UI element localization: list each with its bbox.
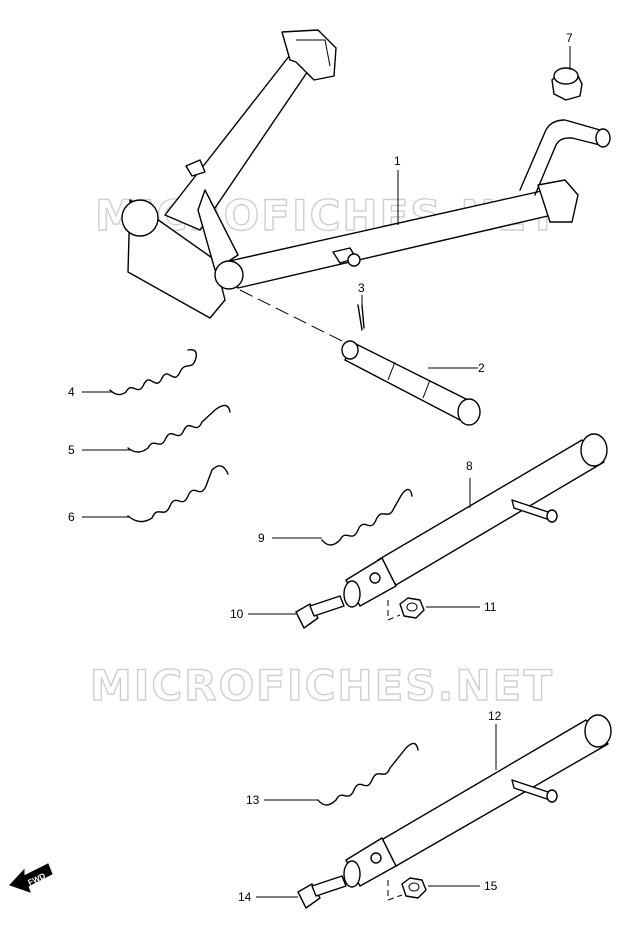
fwd-arrow-icon: FWD	[9, 863, 53, 893]
callout-7: 7	[566, 31, 573, 45]
spring-4[interactable]	[109, 348, 198, 396]
callout-1: 1	[394, 154, 401, 168]
cap-nut[interactable]	[551, 67, 583, 101]
nut-lower[interactable]	[401, 877, 427, 899]
watermark-middle: MICROFICHES.NET	[90, 661, 554, 710]
callout-8: 8	[466, 459, 473, 473]
spring-9[interactable]	[321, 488, 413, 546]
callout-10: 10	[230, 607, 244, 621]
side-stand-upper[interactable]	[343, 433, 608, 608]
callout-2: 2	[478, 361, 485, 375]
nut-upper[interactable]	[399, 597, 425, 619]
bolt-lower[interactable]	[297, 875, 347, 909]
callout-13: 13	[246, 793, 260, 807]
spring-5[interactable]	[127, 404, 231, 453]
callout-11: 11	[484, 600, 497, 614]
spring-13[interactable]	[317, 742, 419, 806]
cotter-pin[interactable]	[357, 304, 365, 331]
pivot-pin[interactable]	[341, 340, 481, 426]
callout-3: 3	[358, 281, 365, 295]
callout-5: 5	[68, 443, 75, 457]
side-stand-lower[interactable]	[343, 714, 612, 888]
callout-15: 15	[484, 879, 498, 893]
callout-9: 9	[258, 531, 265, 545]
center-stand[interactable]	[121, 29, 611, 319]
callout-numbers: 1 2 3 4 5 6 7 8 9 10 11 12 13 14 15	[68, 31, 573, 904]
callout-6: 6	[68, 510, 75, 524]
callout-12: 12	[488, 709, 502, 723]
bolt-upper[interactable]	[295, 595, 345, 629]
leader-axis	[239, 289, 351, 346]
leader-side-stand-upper	[387, 600, 401, 621]
spring-6[interactable]	[127, 465, 229, 523]
leader-lines	[82, 46, 571, 898]
leader-side-stand-lower	[387, 880, 403, 901]
callout-14: 14	[238, 890, 252, 904]
callout-4: 4	[68, 385, 75, 399]
